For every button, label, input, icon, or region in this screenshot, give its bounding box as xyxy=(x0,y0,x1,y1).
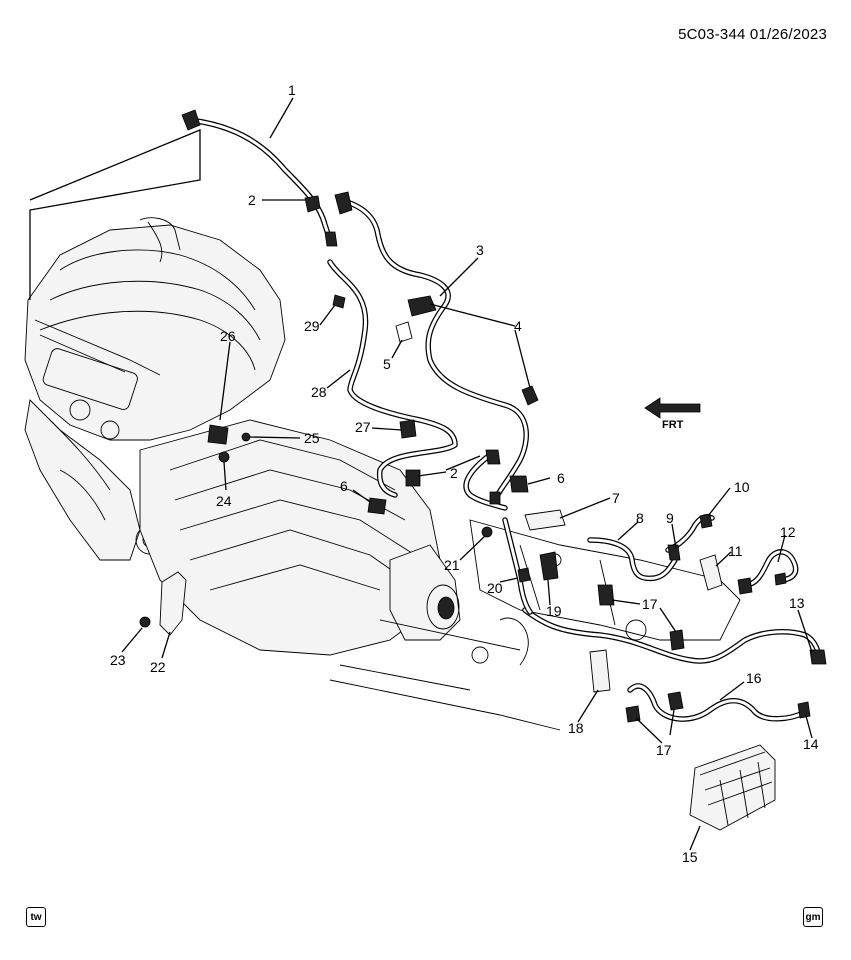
callout-11: 11 xyxy=(728,543,743,559)
front-direction-label: FRT xyxy=(662,419,684,431)
callout-17a: 17 xyxy=(642,596,658,612)
callout-25: 25 xyxy=(304,430,320,446)
callout-6b: 6 xyxy=(340,478,348,494)
callout-29: 29 xyxy=(304,318,320,334)
callout-7: 7 xyxy=(612,490,620,506)
callout-16: 16 xyxy=(746,670,762,686)
callout-1: 1 xyxy=(288,82,296,98)
callout-17b: 17 xyxy=(656,742,672,758)
callout-22: 22 xyxy=(150,659,166,675)
callout-27: 27 xyxy=(355,419,371,435)
callout-15: 15 xyxy=(682,849,698,865)
callout-23: 23 xyxy=(110,652,126,668)
callout-28: 28 xyxy=(311,384,327,400)
gm-logo: gm xyxy=(803,907,823,927)
callout-20: 20 xyxy=(487,580,503,596)
callout-5: 5 xyxy=(383,356,391,372)
callout-4: 4 xyxy=(514,318,522,334)
callout-3: 3 xyxy=(476,242,484,258)
callout-2: 2 xyxy=(248,192,256,208)
leader-lines xyxy=(29,97,813,851)
callout-18: 18 xyxy=(568,720,584,736)
callout-14: 14 xyxy=(803,736,819,752)
callout-numbers: 1 2 3 4 5 29 26 28 27 25 2 6 6 24 7 8 9 … xyxy=(110,82,819,865)
front-direction-marker: FRT xyxy=(644,397,701,431)
callout-8: 8 xyxy=(636,510,644,526)
callout-26: 26 xyxy=(220,328,236,344)
callout-9: 9 xyxy=(666,510,674,526)
document-id: 5C03-344 01/26/2023 xyxy=(678,26,827,43)
callout-6a: 6 xyxy=(557,470,565,486)
tw-logo-text: tw xyxy=(30,911,42,923)
callout-24: 24 xyxy=(216,493,232,509)
component-parts xyxy=(139,109,827,831)
callout-12: 12 xyxy=(780,524,796,540)
engine-assembly-illustration xyxy=(24,217,741,731)
tw-logo: tw xyxy=(26,907,46,927)
callout-13: 13 xyxy=(789,595,805,611)
callout-10: 10 xyxy=(734,479,750,495)
callout-2b: 2 xyxy=(450,465,458,481)
callout-19: 19 xyxy=(546,603,562,619)
callout-21: 21 xyxy=(444,557,460,573)
gm-logo-text: gm xyxy=(805,911,821,923)
